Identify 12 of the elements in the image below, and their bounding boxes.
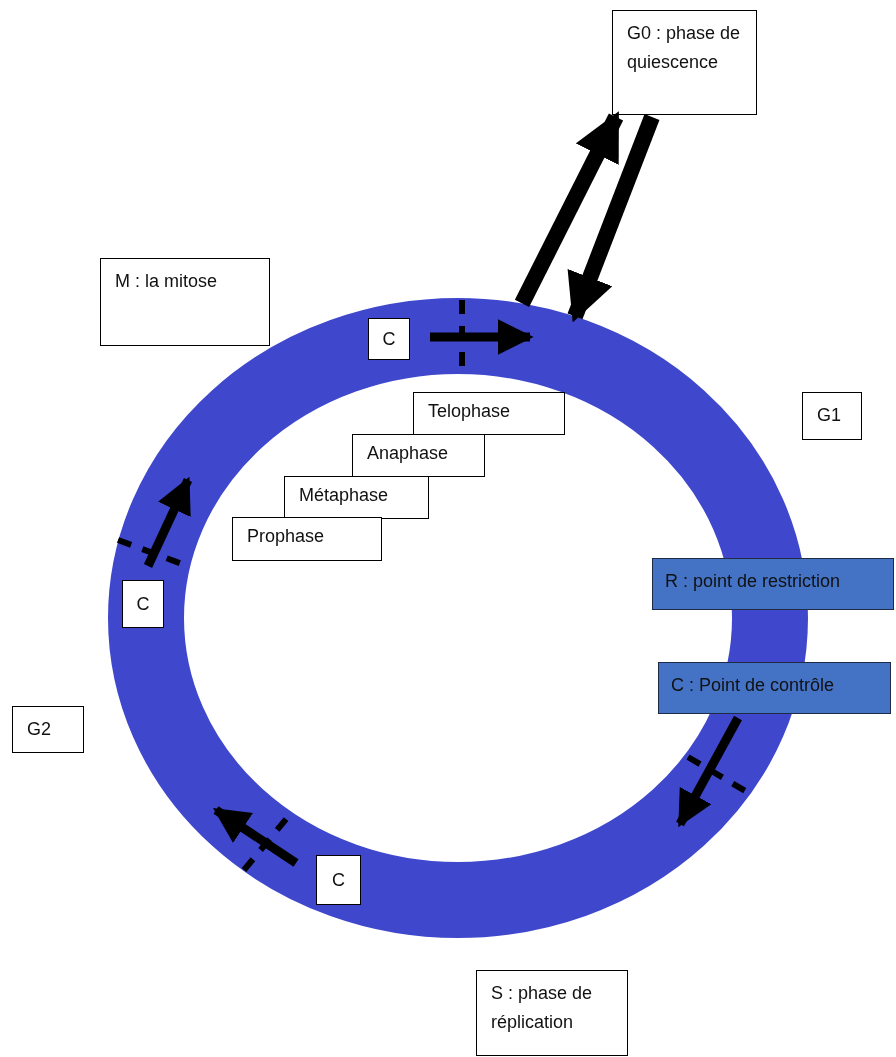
arrow: [567, 114, 660, 323]
phase-label: M : la mitose: [100, 258, 270, 346]
checkpoint-box: C: [316, 855, 361, 905]
phase-label: S : phase de réplication: [476, 970, 628, 1056]
phase-label: G0 : phase de quiescence: [612, 10, 757, 115]
checkpoint-box: C: [368, 318, 410, 360]
checkpoint-box: C: [122, 580, 164, 628]
legend-box: R : point de restriction: [652, 558, 894, 610]
phase-label: G2: [12, 706, 84, 753]
phase-label: G1: [802, 392, 862, 440]
arrow: [514, 111, 624, 307]
legend-box: C : Point de contrôle: [658, 662, 891, 714]
